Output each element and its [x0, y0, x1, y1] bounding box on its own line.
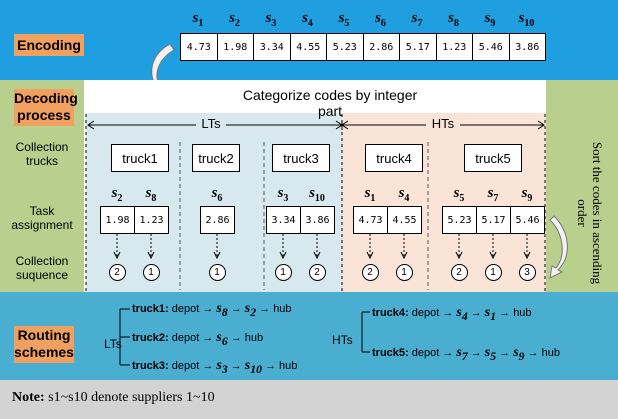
- truck-box: truck3: [272, 144, 330, 172]
- task-value: 5.23: [442, 206, 477, 234]
- encoding-symbol: s2: [229, 10, 240, 29]
- task-symbol: s2: [111, 185, 123, 204]
- truck-box: truck4: [365, 144, 423, 172]
- hts-heading: HTs: [426, 116, 460, 131]
- route-line: truck4: depot → s4 → s1 → hub: [372, 305, 532, 323]
- sequence-arrow: [113, 234, 121, 260]
- sequence-number: 1: [208, 264, 226, 281]
- sequence-arrow: [455, 234, 463, 260]
- encoding-value: 2.86: [362, 33, 400, 61]
- task-value: 5.46: [510, 206, 545, 234]
- encoding-value: 5.46: [472, 33, 510, 61]
- decoding-label: Decoding process: [14, 89, 78, 126]
- truck-box: truck5: [464, 144, 522, 172]
- task-symbol: s4: [398, 185, 410, 204]
- lts-region: [86, 113, 342, 292]
- note-label: Note:: [12, 390, 45, 405]
- routing-hts-label: HTs: [332, 333, 353, 347]
- decoding-right-band: [546, 80, 618, 292]
- note: Note: s1~s10 denote suppliers 1~10: [12, 390, 215, 406]
- task-value: 1.98: [100, 206, 135, 234]
- encoding-symbol: s3: [265, 10, 277, 29]
- task-symbol: s7: [487, 185, 499, 204]
- truck-box: truck1: [111, 144, 169, 172]
- task-value: 3.34: [266, 206, 301, 234]
- row-label-trucks: Collection trucks: [15, 140, 69, 168]
- sort-curve-arrow: [549, 215, 568, 279]
- sequence-number: 2: [108, 264, 126, 281]
- encoding-symbol: s7: [411, 10, 423, 29]
- task-symbol: s5: [453, 185, 465, 204]
- sequence-arrow: [523, 234, 531, 260]
- sequence-arrow: [213, 234, 221, 260]
- sequence-arrow: [279, 234, 287, 260]
- sequence-arrow: [400, 234, 408, 260]
- encoding-value: 4.55: [289, 33, 327, 61]
- note-text: s1~s10 denote suppliers 1~10: [48, 390, 215, 405]
- encoding-symbol: s4: [302, 10, 313, 29]
- task-symbol: s10: [309, 185, 325, 204]
- sequence-arrow: [366, 234, 374, 260]
- encoding-value: 3.34: [253, 33, 291, 61]
- sequence-number: 1: [274, 264, 292, 281]
- sequence-arrow: [147, 234, 155, 260]
- route-line: truck2: depot → s6 → hub: [132, 330, 264, 348]
- encoding-symbol: s1: [192, 10, 204, 29]
- lts-heading: LTs: [196, 116, 226, 131]
- sort-note: Sort the codes in ascending order: [575, 141, 605, 285]
- encoding-value: 5.17: [399, 33, 437, 61]
- categorize-strip: [86, 80, 546, 113]
- sequence-number: 1: [484, 264, 502, 281]
- route-line: truck5: depot → s7 → s5 → s9 → hub: [372, 345, 560, 363]
- note-band: [0, 380, 618, 419]
- encoding-value: 5.23: [326, 33, 364, 61]
- task-symbol: s1: [364, 185, 376, 204]
- encoding-value: 4.73: [180, 33, 218, 61]
- encoding-symbol: s6: [375, 10, 386, 29]
- task-symbol: s3: [277, 185, 289, 204]
- encoding-symbol: s10: [518, 10, 535, 29]
- sequence-number: 2: [308, 264, 326, 281]
- categorize-text: Categorize codes by integer part: [242, 87, 418, 119]
- task-value: 1.23: [134, 206, 169, 234]
- sequence-arrow: [313, 234, 321, 260]
- routing-band: [0, 292, 618, 380]
- encoding-symbol: s5: [338, 10, 350, 29]
- routing-lts-label: LTs: [104, 337, 122, 351]
- task-symbol: s9: [521, 185, 533, 204]
- truck-box: truck2: [192, 144, 240, 172]
- routing-label: Routing schemes: [14, 326, 74, 363]
- routing-connectors: [119, 308, 370, 366]
- row-label-sequence: Collection suquence: [15, 254, 69, 282]
- route-line: truck1: depot → s8 → s2 → hub: [132, 301, 292, 319]
- task-value: 5.17: [476, 206, 511, 234]
- sequence-number: 3: [518, 264, 536, 281]
- encoding-value: 1.23: [435, 33, 473, 61]
- sequence-number: 2: [450, 264, 468, 281]
- encoding-value: 1.98: [216, 33, 254, 61]
- task-value: 4.55: [387, 206, 422, 234]
- task-value: 4.73: [353, 206, 388, 234]
- row-label-tasks: Task assignment: [11, 204, 73, 232]
- encoding-value: 3.86: [508, 33, 546, 61]
- route-line: truck3: depot → s3 → s10 → hub: [132, 358, 298, 376]
- encoding-label: Encoding: [14, 34, 84, 56]
- encoding-symbol: s8: [448, 10, 459, 29]
- sequence-number: 1: [395, 264, 413, 281]
- route-truck: truck3:: [132, 360, 169, 372]
- task-value: 2.86: [200, 206, 235, 234]
- sequence-number: 1: [142, 264, 160, 281]
- task-symbol: s8: [145, 185, 157, 204]
- route-truck: truck1:: [132, 303, 169, 315]
- route-truck: truck4:: [372, 307, 409, 319]
- hts-region: [342, 113, 546, 292]
- route-truck: truck5:: [372, 347, 409, 359]
- task-value: 3.86: [300, 206, 335, 234]
- sequence-number: 2: [361, 264, 379, 281]
- sequence-arrow: [489, 234, 497, 260]
- task-symbol: s6: [211, 185, 223, 204]
- route-truck: truck2:: [132, 332, 169, 344]
- encoding-symbol: s9: [484, 10, 496, 29]
